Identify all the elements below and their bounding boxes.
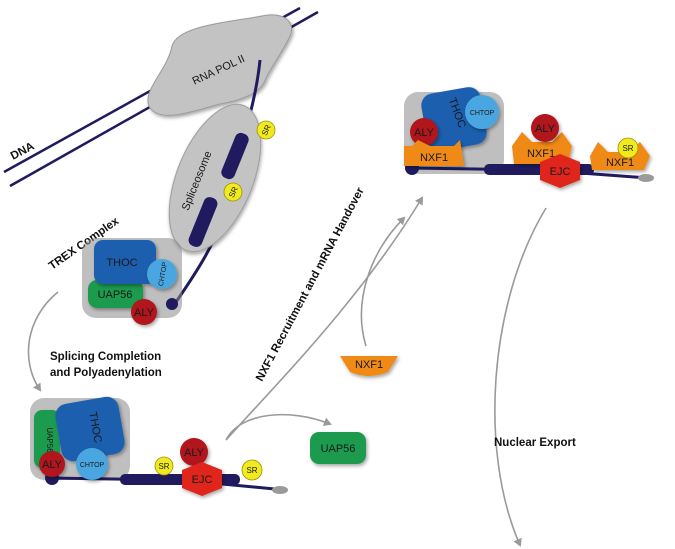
ejc-label: EJC xyxy=(192,474,213,486)
ejc-protein xyxy=(182,462,222,496)
ejc-protein xyxy=(540,154,580,188)
sr-protein xyxy=(241,459,263,481)
chtop-protein xyxy=(147,259,177,289)
nuclear-export-label: Nuclear Export xyxy=(494,437,576,449)
chtop-label: CHTOP xyxy=(158,261,169,287)
aly-protein xyxy=(39,451,65,477)
arrow-uap56-release xyxy=(225,413,332,441)
ejc-label: EJC xyxy=(550,166,571,178)
sr-label: SR xyxy=(260,123,273,137)
uap56-label: UAP56 xyxy=(321,443,356,455)
thoc-label: THOC xyxy=(106,257,137,269)
sr-protein xyxy=(154,456,174,476)
thoc-label: THOC xyxy=(86,411,103,444)
arrow-nuclear-export xyxy=(494,207,547,547)
splicing-label-line1: Splicing Completion xyxy=(50,351,161,363)
nxf1-label: NXF1 xyxy=(606,157,634,169)
aly-protein xyxy=(410,118,438,146)
aly-label: ALY xyxy=(134,307,155,319)
sr-protein xyxy=(256,120,276,140)
poly-a-tail xyxy=(272,486,288,494)
aly-label: ALY xyxy=(535,123,556,135)
aly-protein xyxy=(180,438,208,466)
sr-label: SR xyxy=(622,144,633,153)
chtop-protein xyxy=(76,448,108,480)
thoc-protein xyxy=(55,396,125,462)
chtop-label: CHTOP xyxy=(470,110,495,117)
nxf1-label: NXF1 xyxy=(527,148,555,160)
uap56-free xyxy=(310,432,366,464)
chtop-protein xyxy=(465,95,499,129)
aly-protein xyxy=(531,114,559,142)
aly-label: ALY xyxy=(184,447,205,459)
aly-label: ALY xyxy=(42,459,63,471)
arrow-nxf1-join xyxy=(360,216,406,347)
thoc-protein xyxy=(94,240,156,284)
aly-label: ALY xyxy=(414,127,435,139)
arrow-splicing xyxy=(27,291,59,392)
sr-protein xyxy=(223,182,243,202)
exon-upper xyxy=(221,132,249,180)
nxf1-label: NXF1 xyxy=(420,152,448,164)
sr-protein xyxy=(617,137,639,159)
arrow-nxf1-recruitment xyxy=(225,196,424,441)
sr-label: SR xyxy=(158,462,169,471)
poly-a-tail xyxy=(638,174,654,182)
nxf1-label: NXF1 xyxy=(355,359,383,371)
rna-5prime-cap xyxy=(166,298,178,310)
dna-label: DNA xyxy=(9,140,37,162)
splicing-label-line2: and Polyadenylation xyxy=(50,367,162,379)
uap56-label: UAP56 xyxy=(98,289,133,301)
uap56-label: UAP56 xyxy=(45,427,54,453)
exon-lower xyxy=(188,197,218,247)
sr-label: SR xyxy=(246,466,257,475)
nxf1-free xyxy=(340,356,398,376)
nxf1-recruitment-label: NXF1 Recruitment and mRNA Handover xyxy=(254,185,367,383)
chtop-label: CHTOP xyxy=(80,462,105,469)
aly-protein xyxy=(131,299,157,325)
uap56-protein xyxy=(88,280,143,308)
sr-label: SR xyxy=(227,185,240,199)
nxf1-protein xyxy=(404,140,464,166)
